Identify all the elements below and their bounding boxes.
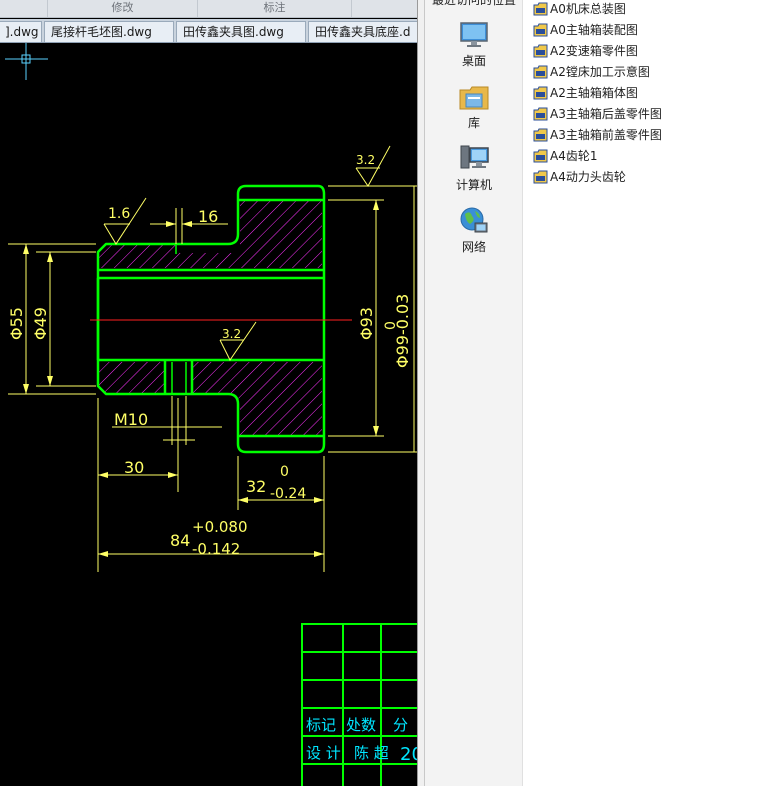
place-computer[interactable]: 计算机 — [425, 144, 523, 202]
dwg-file-icon — [533, 128, 548, 142]
title-block-partition: 分 — [393, 716, 408, 734]
file-label: A2变速箱零件图 — [550, 44, 638, 58]
length-32-label: 32 — [246, 477, 266, 496]
list-item[interactable]: A2主轴箱箱体图 — [531, 84, 751, 104]
width-16-label: 16 — [198, 207, 218, 226]
file-label: A3主轴箱前盖零件图 — [550, 128, 662, 142]
title-block-count: 处数 — [346, 716, 376, 734]
ribbon-group-draw[interactable] — [0, 0, 48, 17]
list-item[interactable]: A4动力头齿轮 — [531, 168, 751, 188]
list-item[interactable]: A4齿轮1 — [531, 147, 751, 167]
dwg-file-icon — [533, 170, 548, 184]
dia-93-label: Φ93 — [357, 307, 376, 340]
window-splitter[interactable] — [417, 0, 425, 786]
length-32-lower-tol-label: -0.24 — [270, 486, 306, 502]
place-library[interactable]: 库 — [425, 82, 523, 140]
dwg-file-icon — [533, 107, 548, 121]
file-label: A4动力头齿轮 — [550, 170, 626, 184]
dimension-text: 3.2 1.6 16 3.2 Φ55 Φ49 Φ93 0 Φ99-0.03 M1… — [7, 153, 412, 558]
title-block-text: 标记 处数 分 设 计 陈 超 20 — [306, 716, 417, 765]
ribbon-group-layers[interactable] — [352, 0, 417, 17]
place-desktop[interactable]: 桌面 — [425, 20, 523, 78]
tab-drawing-4[interactable]: 田传鑫夹具底座.d — [308, 21, 417, 42]
list-item[interactable]: A2变速箱零件图 — [531, 42, 751, 62]
tab-drawing-3[interactable]: 田传鑫夹具图.dwg — [176, 21, 306, 42]
dwg-file-icon — [533, 23, 548, 37]
part-outline — [96, 184, 326, 454]
dimension-arrows — [23, 200, 379, 557]
roughness-left-label: 1.6 — [108, 206, 130, 222]
place-network[interactable]: 网络 — [425, 206, 523, 264]
dia-49-label: Φ49 — [31, 307, 50, 340]
length-84-upper-tol-label: +0.080 — [192, 518, 248, 536]
file-label: A4齿轮1 — [550, 149, 598, 163]
crosshair-cursor — [5, 43, 48, 80]
length-84-lower-tol-label: -0.142 — [192, 540, 240, 558]
tab-drawing-2[interactable]: 尾接杆毛坯图.dwg — [44, 21, 174, 42]
ribbon-group-modify[interactable]: 修改 — [48, 0, 198, 17]
place-computer-label: 计算机 — [455, 178, 492, 192]
dimension-lines — [8, 185, 417, 572]
ribbon-group-annotate[interactable]: 标注 — [198, 0, 352, 17]
list-item[interactable]: A0机床总装图 — [531, 0, 751, 20]
file-label: A0主轴箱装配图 — [550, 23, 638, 37]
dwg-file-icon — [533, 149, 548, 163]
file-list: A0机床总装图 A0主轴箱装配图 A2变速箱零件图 A2镗床加工示意图 A2主轴… — [523, 0, 759, 786]
dwg-file-icon — [533, 2, 548, 16]
title-block-year: 20 — [400, 744, 417, 765]
cad-window: 修改 标注 ].dwg 尾接杆毛坯图.dwg 田传鑫夹具图.dwg 田传鑫夹具底… — [0, 0, 417, 786]
roughness-mid-label: 3.2 — [222, 327, 241, 341]
computer-icon — [460, 145, 489, 169]
drawing-canvas[interactable]: 3.2 1.6 16 3.2 Φ55 Φ49 Φ93 0 Φ99-0.03 M1… — [0, 43, 417, 786]
recent-places-item[interactable]: 最近访问的位置 — [431, 0, 516, 7]
title-block — [301, 623, 417, 786]
dwg-file-icon — [533, 44, 548, 58]
title-block-design: 设 计 — [306, 744, 341, 762]
file-label: A2主轴箱箱体图 — [550, 86, 638, 100]
thread-label: M10 — [114, 410, 148, 429]
place-library-label: 库 — [467, 116, 480, 130]
places-sidebar: 最近访问的位置 桌面 库 计算机 — [425, 0, 523, 786]
section-hatching — [98, 200, 322, 436]
ribbon-group-bar: 修改 标注 — [0, 0, 417, 18]
network-icon — [460, 207, 488, 233]
list-item[interactable]: A0主轴箱装配图 — [531, 21, 751, 41]
tab-drawing-1[interactable]: ].dwg — [0, 21, 42, 42]
title-block-mark: 标记 — [306, 716, 336, 734]
document-tab-bar: ].dwg 尾接杆毛坯图.dwg 田传鑫夹具图.dwg 田传鑫夹具底座.d — [0, 19, 417, 43]
dwg-file-icon — [533, 86, 548, 100]
list-item[interactable]: A3主轴箱前盖零件图 — [531, 126, 751, 146]
desktop-icon — [460, 22, 488, 47]
length-30-label: 30 — [124, 458, 144, 477]
dwg-file-icon — [533, 65, 548, 79]
length-32-upper-tol-label: 0 — [280, 464, 289, 480]
file-label: A2镗床加工示意图 — [550, 65, 650, 79]
file-label: A0机床总装图 — [550, 2, 626, 16]
dia-99-label: Φ99-0.03 — [393, 294, 412, 368]
length-84-label: 84 — [170, 531, 190, 550]
place-network-label: 网络 — [461, 240, 486, 254]
roughness-symbols — [103, 145, 391, 361]
dia-99-upper-tol-label: 0 — [383, 321, 399, 330]
place-desktop-label: 桌面 — [461, 54, 486, 68]
list-item[interactable]: A2镗床加工示意图 — [531, 63, 751, 83]
title-block-designer: 陈 超 — [354, 744, 389, 762]
list-item[interactable]: A3主轴箱后盖零件图 — [531, 105, 751, 125]
library-icon — [459, 86, 489, 110]
file-label: A3主轴箱后盖零件图 — [550, 107, 662, 121]
roughness-top-label: 3.2 — [356, 153, 375, 167]
dia-55-label: Φ55 — [7, 307, 26, 340]
